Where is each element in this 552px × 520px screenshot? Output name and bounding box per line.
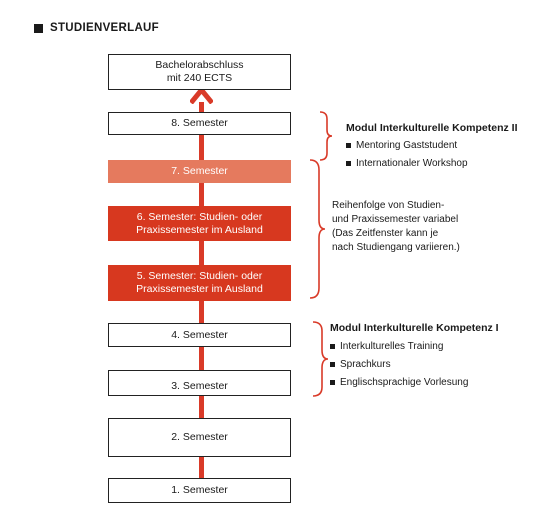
degree-box: Bachelorabschluss mit 240 ECTS [108, 54, 291, 90]
semester-2-box: 2. Semester [108, 418, 291, 457]
timeline-spine [199, 102, 204, 502]
semester-7-label: 7. Semester [171, 165, 228, 177]
module-1-title: Modul Interkulturelle Kompetenz I [330, 322, 499, 334]
semester-4-label: 4. Semester [171, 328, 228, 341]
note-line: nach Studiengang variieren.) [332, 242, 460, 253]
bullet-icon [346, 143, 351, 148]
exchange-note: Reihenfolge von Studien- und Praxissemes… [332, 199, 460, 255]
note-line: (Das Zeitfenster kann je [332, 228, 439, 239]
note-line: Reihenfolge von Studien- [332, 200, 445, 211]
brace-module-2 [319, 111, 333, 161]
semester-2-label: 2. Semester [171, 431, 228, 443]
semester-6-line2: Praxissemester im Ausland [136, 223, 263, 236]
degree-line1: Bachelorabschluss [155, 59, 244, 71]
list-item: Englischsprachige Vorlesung [330, 374, 468, 392]
bullet-icon [330, 380, 335, 385]
list-item: Sprachkurs [330, 356, 468, 374]
semester-1-label: 1. Semester [171, 484, 228, 496]
list-item: Mentoring Gaststudent [346, 137, 468, 155]
bullet-icon [346, 161, 351, 166]
semester-3-label: 3. Semester [171, 379, 228, 392]
module-2-title: Modul Interkulturelle Kompetenz II [346, 122, 518, 134]
arrow-up-icon [190, 86, 213, 104]
semester-7-box: 7. Semester [108, 160, 291, 183]
module-2-list: Mentoring Gaststudent Internationaler Wo… [346, 137, 468, 173]
semester-5-line2: Praxissemester im Ausland [136, 283, 263, 295]
brace-exchange-note [309, 159, 326, 299]
semester-1-box: 1. Semester [108, 478, 291, 503]
semester-5-line1: 5. Semester: Studien- oder [136, 270, 263, 282]
section-title: STUDIENVERLAUF [50, 22, 159, 34]
semester-4-box: 4. Semester [108, 323, 291, 347]
semester-6-line1: 6. Semester: Studien- oder [136, 210, 263, 223]
list-item: Internationaler Workshop [346, 155, 468, 173]
semester-8-box: 8. Semester [108, 112, 291, 135]
degree-line2: mit 240 ECTS [166, 72, 233, 84]
brace-module-1 [312, 321, 329, 397]
semester-6-box: 6. Semester: Studien- oder Praxissemeste… [108, 206, 291, 241]
semester-5-box: 5. Semester: Studien- oder Praxissemeste… [108, 265, 291, 301]
semester-3-box: 3. Semester [108, 370, 291, 396]
list-item: Interkulturelles Training [330, 338, 468, 356]
note-line: und Praxissemester variabel [332, 214, 459, 225]
square-bullet-icon [34, 23, 43, 33]
bullet-icon [330, 362, 335, 367]
section-header: STUDIENVERLAUF [34, 22, 159, 34]
module-1-list: Interkulturelles Training Sprachkurs Eng… [330, 338, 468, 392]
semester-8-label: 8. Semester [171, 117, 228, 129]
bullet-icon [330, 344, 335, 349]
